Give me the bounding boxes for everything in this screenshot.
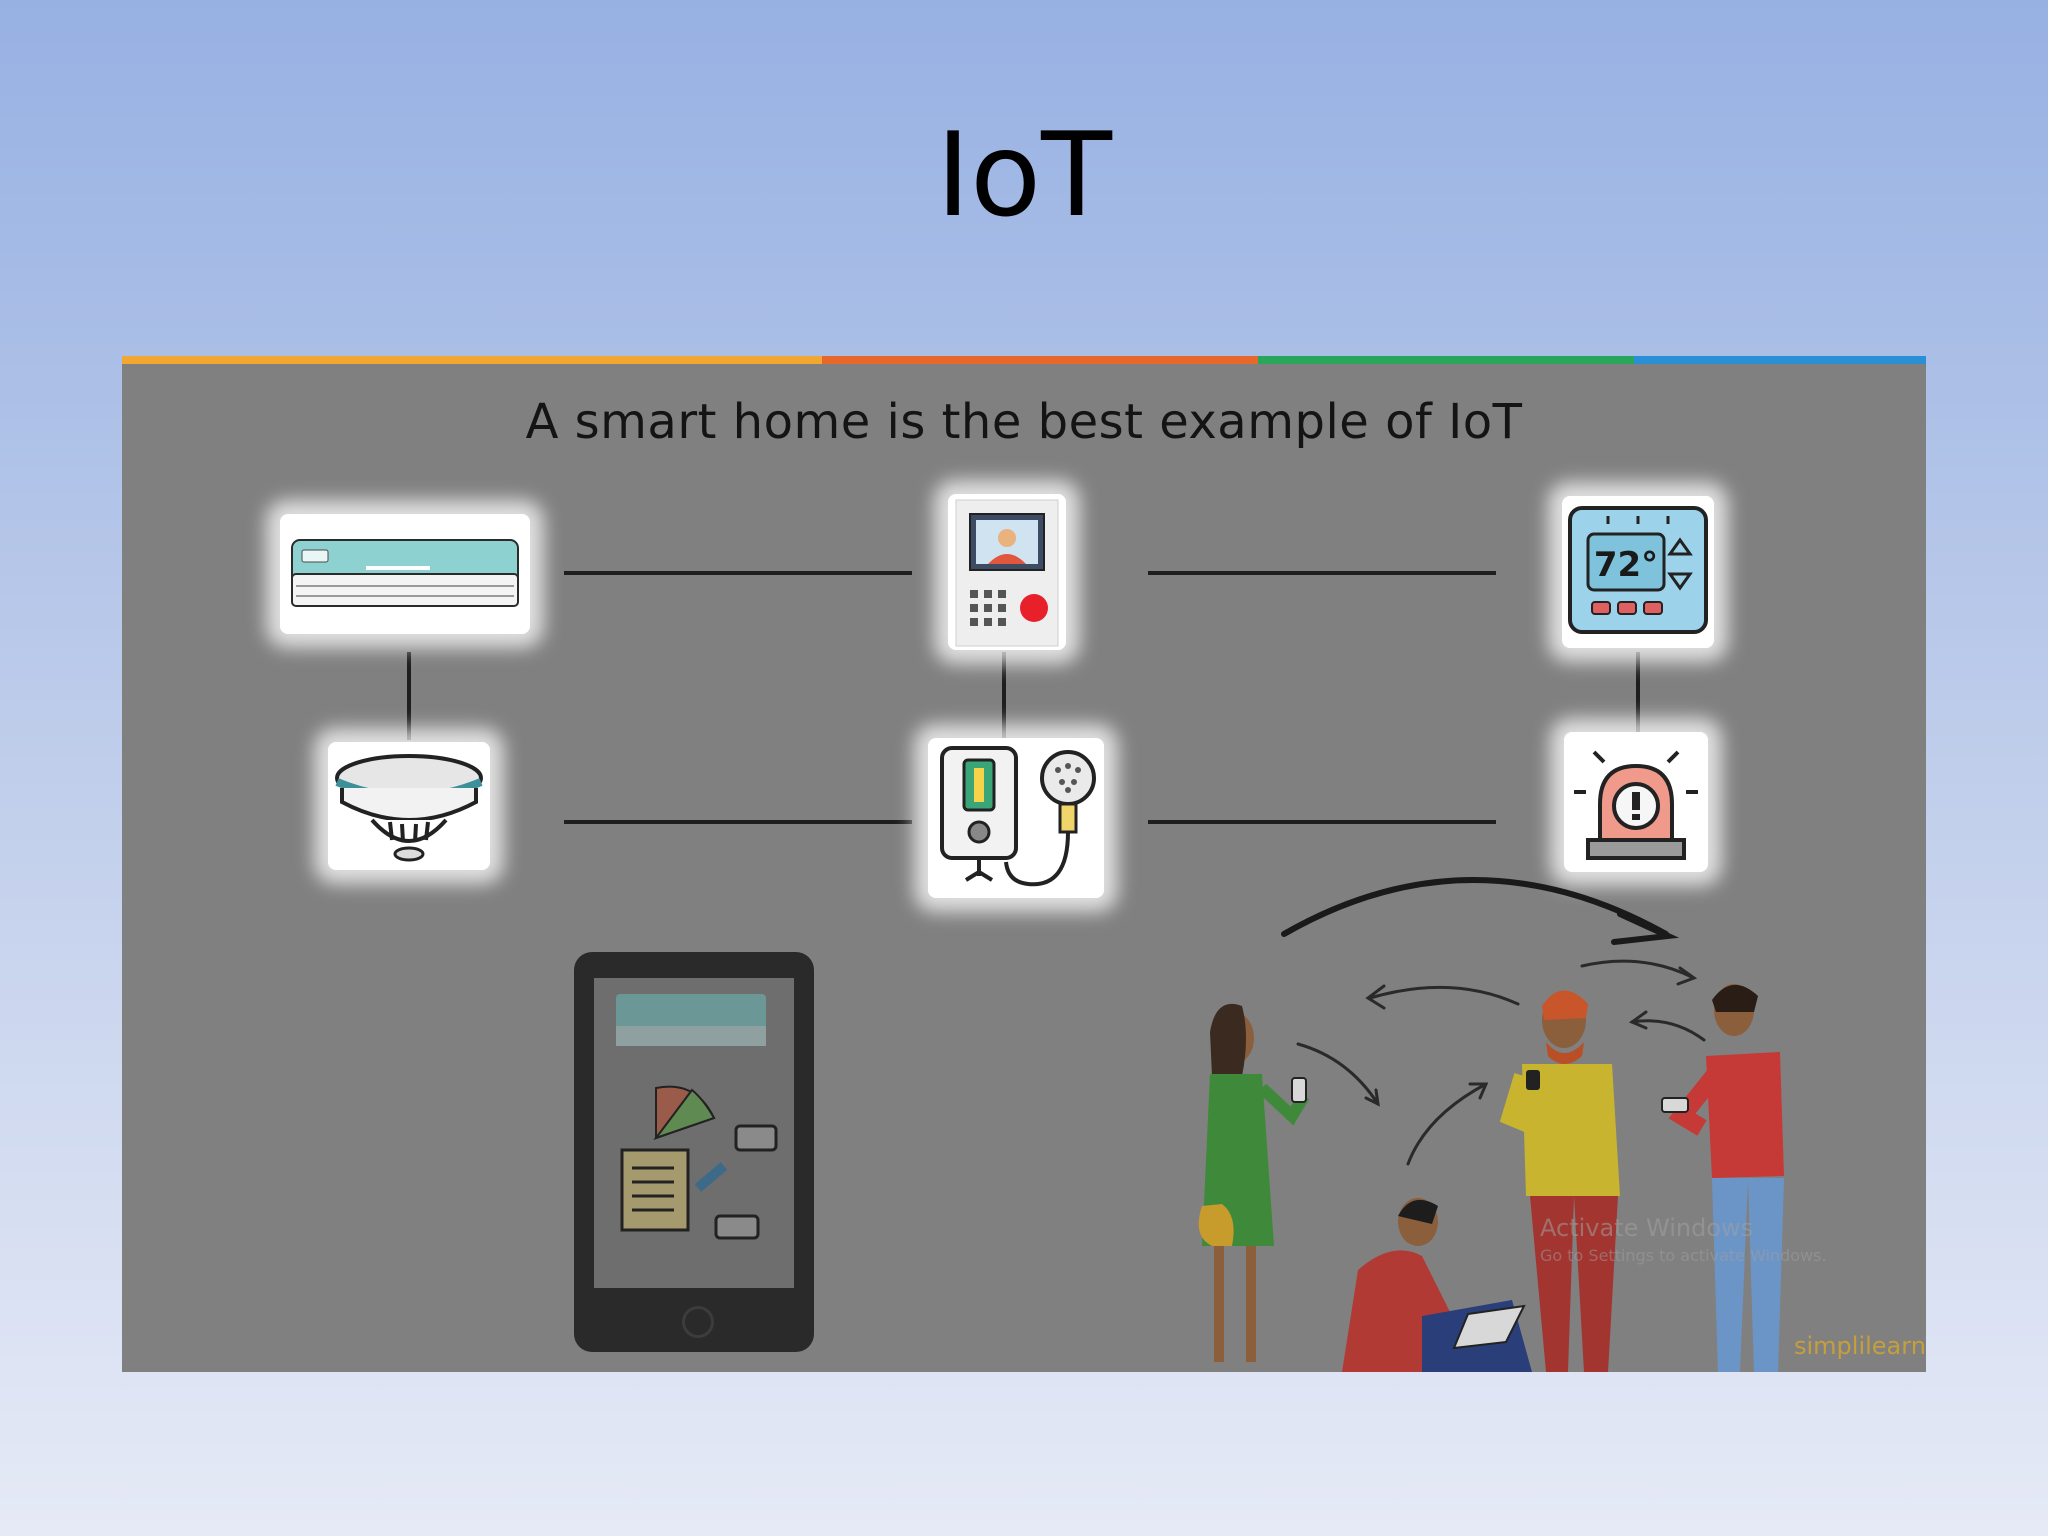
accent-bar-green	[1258, 356, 1634, 364]
big-arrow-head	[1611, 911, 1680, 945]
alarm-siren-icon	[1574, 750, 1698, 860]
connector-line	[407, 652, 411, 740]
tablet-home-button	[682, 1306, 714, 1338]
iot-illustration-panel: A smart home is the best example of IoT	[122, 356, 1926, 1372]
connector-line	[564, 820, 912, 824]
thermostat-display: 72°	[1594, 545, 1658, 585]
person-man-yellow	[1499, 990, 1620, 1372]
connector-line	[1148, 820, 1496, 824]
device-tile-alarm	[1564, 732, 1708, 872]
air-conditioner-icon	[291, 539, 519, 607]
big-arrow	[1281, 877, 1669, 937]
activate-windows-watermark: Activate Windows	[1540, 1214, 1754, 1242]
accent-bar-orange	[122, 356, 822, 364]
people-network-illustration	[1198, 877, 1784, 1372]
water-heater-icon	[940, 746, 1096, 887]
device-tile-intercom	[948, 494, 1066, 650]
connector-line	[1636, 652, 1640, 740]
tablet-screen	[594, 978, 794, 1288]
device-tile-smoke-detector	[328, 742, 490, 870]
activate-windows-subtext: Go to Settings to activate Windows.	[1540, 1246, 1827, 1265]
exchange-arrows	[1296, 959, 1706, 1166]
panel-caption: A smart home is the best example of IoT	[525, 394, 1523, 450]
accent-bar-blue	[1634, 356, 1926, 364]
connector-line	[1148, 571, 1496, 575]
connector-line	[564, 571, 912, 575]
video-intercom-icon	[955, 499, 1059, 647]
thermostat-icon: 72°	[1568, 506, 1708, 634]
person-woman-green	[1198, 1003, 1310, 1362]
smoke-detector-icon	[335, 754, 483, 862]
connector-line	[1002, 652, 1006, 740]
tablet-dashboard-icon	[616, 994, 778, 1240]
tablet-device	[574, 952, 814, 1352]
device-tile-thermostat: 72°	[1562, 496, 1714, 648]
accent-bar	[122, 356, 1926, 364]
accent-bar-red	[822, 356, 1258, 364]
brand-logo: simplilearn	[1794, 1332, 1926, 1360]
device-tile-air-conditioner	[280, 514, 530, 634]
person-man-red	[1661, 984, 1784, 1372]
person-seated-laptop	[1342, 1198, 1532, 1372]
slide-title: IoT	[935, 108, 1113, 243]
device-tile-water-heater	[928, 738, 1104, 898]
